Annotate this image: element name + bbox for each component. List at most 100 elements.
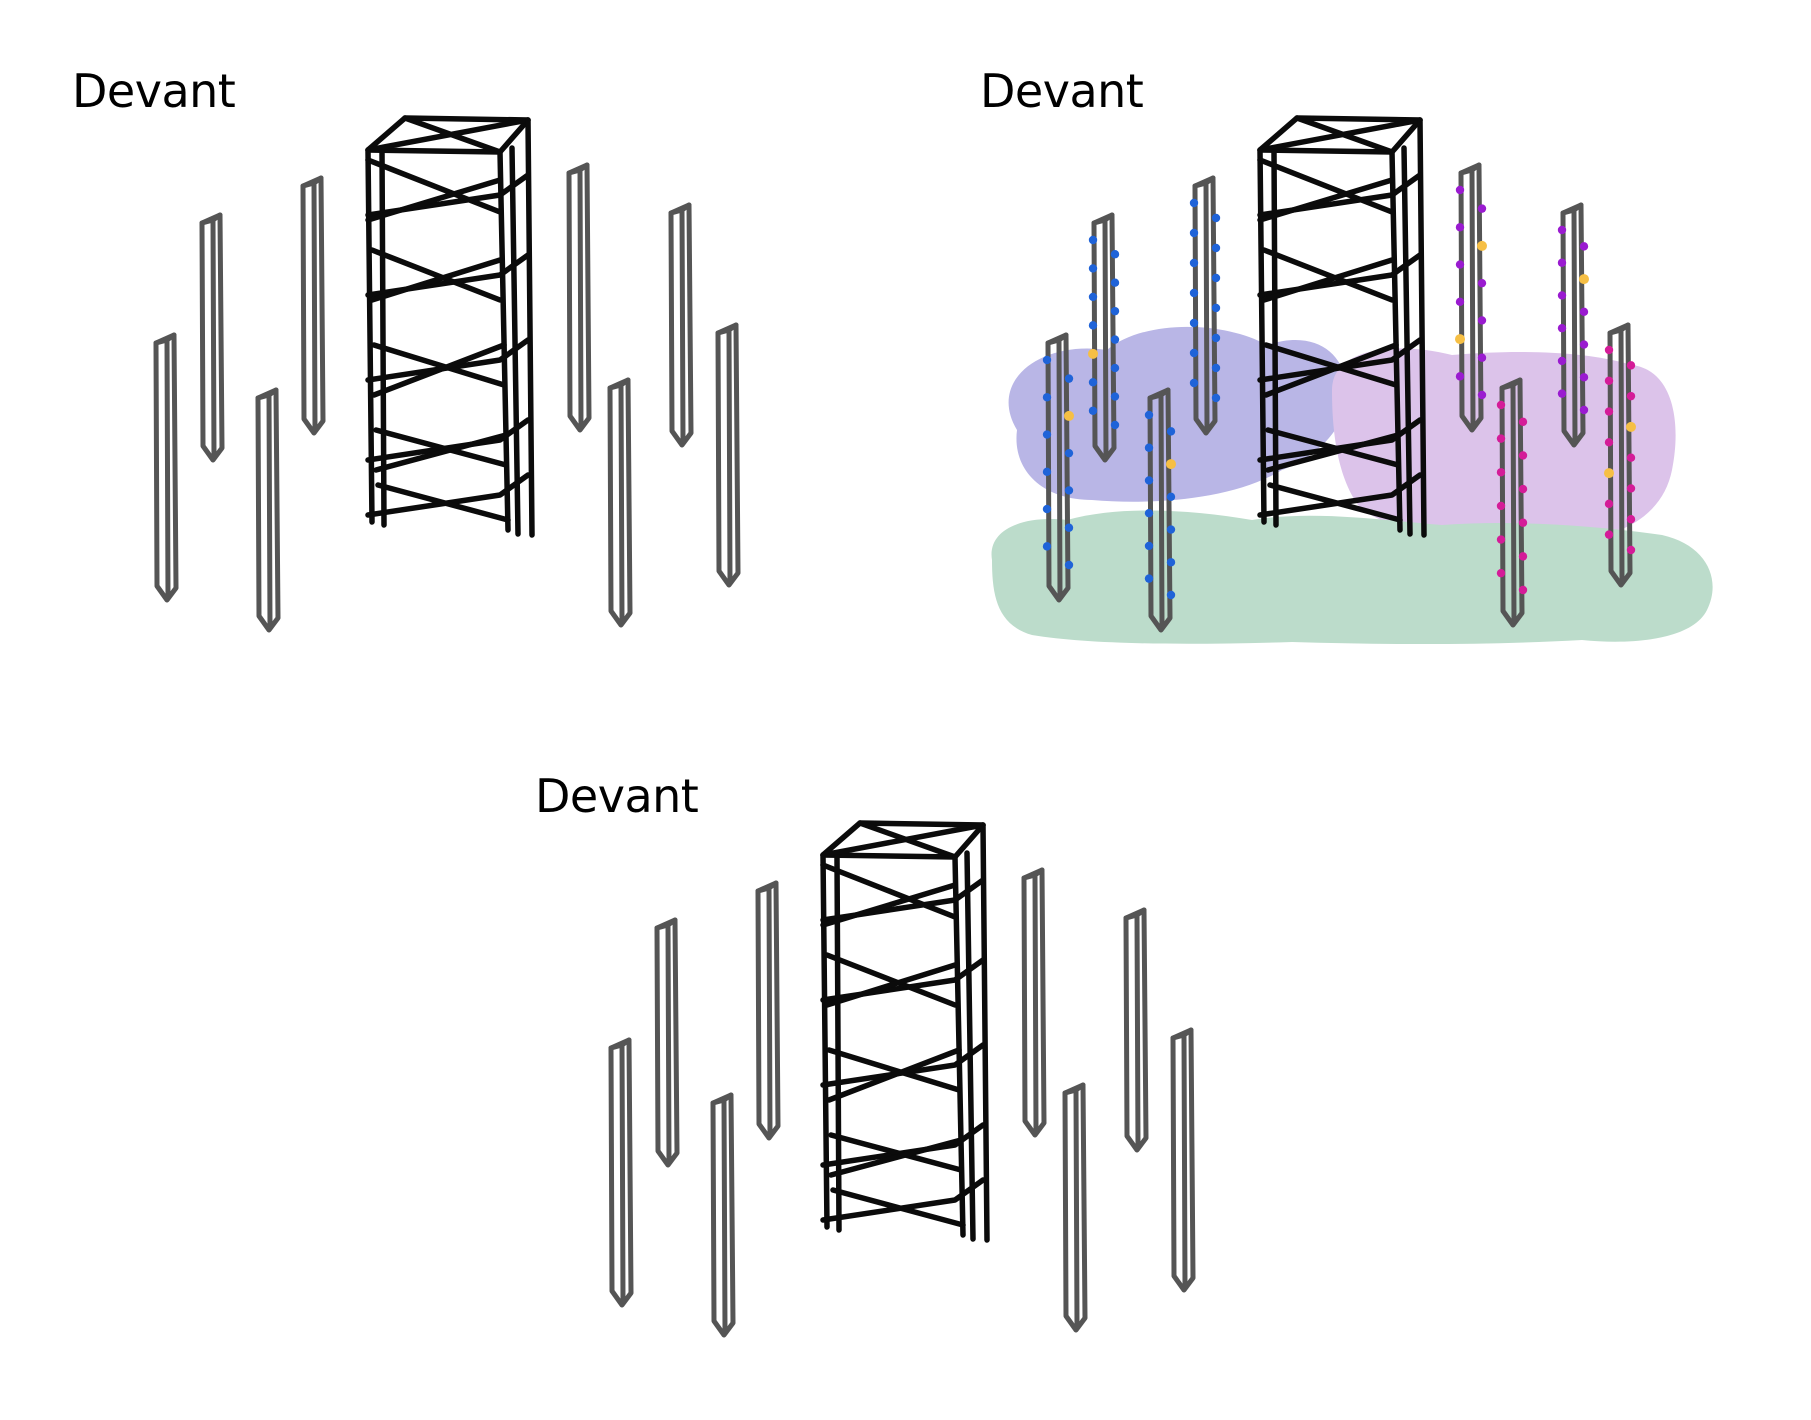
colored-dot [1557,356,1567,366]
colored-dot [1211,333,1221,343]
tall-post-icon [153,332,179,603]
scene-drawing [153,115,741,633]
colored-dot [1042,467,1052,477]
yellow-dot [1088,348,1098,359]
colored-dot [1626,484,1636,493]
colored-dot [1110,363,1120,373]
colored-dot [1189,198,1199,208]
colored-dot [1455,372,1465,381]
colored-dot [1579,242,1589,251]
colored-dot [1088,321,1098,330]
colored-dot [1604,530,1614,539]
colored-dot [1211,273,1221,283]
colored-dot [1211,213,1221,223]
colored-dot [1579,405,1589,415]
colored-dot [1064,560,1074,570]
colored-dot [1477,390,1487,400]
colored-dot [1144,508,1154,518]
tall-post-icon [710,1092,736,1338]
colored-dot [1496,535,1506,544]
tall-post-icon [1062,1082,1088,1333]
colored-dot [1557,291,1567,300]
colored-dot [1144,476,1154,485]
colored-dot [1604,499,1614,509]
yellow-dot [1626,421,1636,432]
colored-dot [1166,525,1176,534]
colored-dot [1455,223,1465,232]
highlight-zones [991,326,1713,645]
colored-dot [1110,278,1120,287]
zone-green [991,510,1713,645]
colored-dot [1557,389,1567,398]
colored-dot [1088,235,1098,245]
colored-dot [1557,323,1567,333]
yellow-dot [1455,334,1465,345]
colored-dot [1042,504,1052,514]
tall-post-icon [755,880,781,1141]
colored-dot [1110,420,1120,430]
colored-dot [1455,260,1465,269]
colored-dot [1042,430,1052,439]
sensor-dots [1042,185,1636,600]
colored-dot [1477,278,1487,288]
scene-drawing [608,820,1196,1338]
colored-dot [1189,258,1199,268]
scaffold-tower-icon [820,820,990,1243]
yellow-dot [1477,240,1487,251]
colored-dot [1088,406,1098,415]
colored-dot [1110,250,1120,259]
colored-dot [1518,484,1528,494]
colored-dot [1211,303,1221,313]
colored-dot [1211,243,1221,253]
colored-dot [1455,185,1465,195]
tall-post-icon [1170,1027,1196,1293]
panel-bottom-center: Devant [455,705,1355,1405]
colored-dot [1189,288,1199,298]
tall-post-icon [1021,867,1047,1138]
tall-post-icon [300,175,326,436]
colored-dot [1166,558,1176,567]
colored-dot [1626,391,1636,401]
tall-post-icon [668,202,694,448]
colored-dot [1064,486,1074,495]
colored-dot [1496,568,1506,578]
colored-dot [1144,410,1154,420]
colored-dot [1496,501,1506,511]
yellow-dot [1579,274,1589,285]
colored-dot [1455,297,1465,307]
colored-dot [1626,361,1636,370]
colored-dot [1189,318,1199,328]
scene-drawing [991,115,1713,645]
tall-post-icon [199,212,225,463]
colored-dot [1042,542,1052,551]
tall-post-icon [255,387,281,633]
tall-post-icon [1123,907,1149,1153]
tall-post-icon [715,322,741,588]
colored-dot [1626,545,1636,555]
yellow-dot [1166,459,1176,470]
colored-dot [1064,448,1074,458]
colored-dot [1604,376,1614,385]
colored-dot [1110,306,1120,316]
panel-label: Devant [980,64,1144,118]
colored-dot [1110,392,1120,401]
tall-post-icon [608,1037,634,1308]
colored-dot [1579,340,1589,349]
colored-dot [1477,204,1487,213]
colored-dot [1189,228,1199,238]
colored-dot [1088,264,1098,273]
panel-top-right: Devant [900,0,1800,680]
colored-dot [1557,258,1567,267]
panel-label: Devant [72,64,236,118]
colored-dot [1088,292,1098,302]
scaffold-tower-icon [1257,115,1427,538]
colored-dot [1211,393,1221,403]
colored-dot [1088,378,1098,387]
colored-dot [1064,523,1074,532]
colored-dot [1518,552,1528,561]
tall-post-icon [654,917,680,1168]
colored-dot [1166,590,1176,600]
colored-dot [1518,451,1528,460]
colored-dot [1144,443,1154,452]
colored-dot [1604,345,1614,355]
